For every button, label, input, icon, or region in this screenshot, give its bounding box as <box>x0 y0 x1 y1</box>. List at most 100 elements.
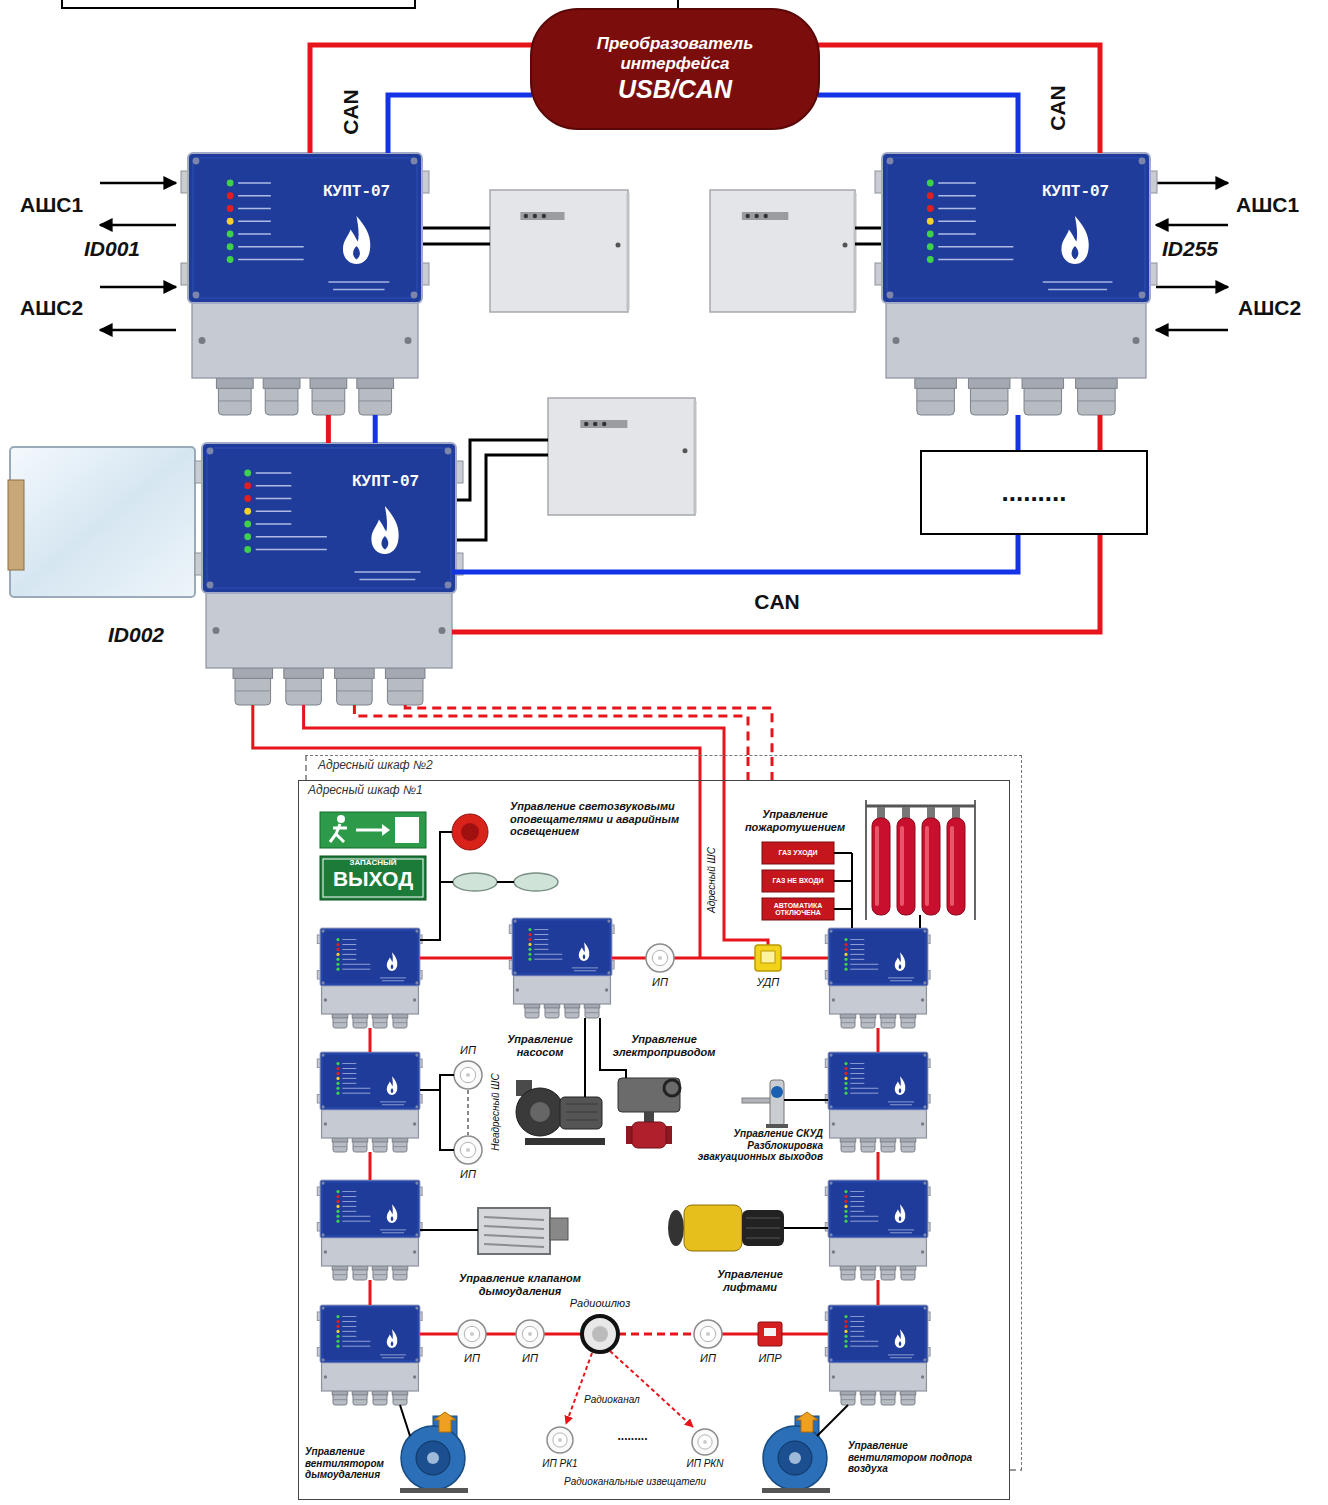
pump-motor <box>560 1097 602 1129</box>
housing-screw <box>516 988 519 991</box>
loop-arrow <box>1156 182 1228 185</box>
caption: Управление лифтами <box>700 1268 800 1293</box>
text-holder: КУПТ-07 <box>1042 183 1109 201</box>
status-led <box>844 1315 847 1318</box>
caption: Управление клапаном дымоудаления <box>445 1272 595 1297</box>
panel-screw <box>607 971 610 974</box>
power-led <box>533 214 537 218</box>
valve-head <box>902 807 910 819</box>
caption: Управление вентилятором подпора воздуха <box>848 1440 973 1475</box>
panel-bevel <box>207 448 451 588</box>
valve-head <box>952 807 960 819</box>
power-led <box>746 214 750 218</box>
cable-gland <box>841 1138 855 1152</box>
panel-screw <box>415 930 418 933</box>
gland-nut <box>968 378 1010 388</box>
device-text: КУПТ-07 <box>1042 183 1109 201</box>
status-led <box>336 1062 339 1065</box>
pump-volute <box>516 1088 564 1136</box>
status-led <box>844 948 847 951</box>
front-panel <box>202 443 456 593</box>
cable-gland <box>565 1004 579 1018</box>
label-holder: Радиоканал <box>584 1394 640 1406</box>
connector-line <box>818 45 1100 153</box>
status-led <box>844 1062 847 1065</box>
gland-band <box>218 400 251 401</box>
panel-bevel <box>830 1054 926 1108</box>
cylinder-highlight <box>900 826 904 906</box>
panel-screw <box>887 292 894 299</box>
panel-bevel <box>830 1307 926 1361</box>
cabinet-title: Адресный шкаф №2 <box>318 759 433 773</box>
led-caption-mark <box>534 929 548 930</box>
led-caption-mark <box>850 1088 878 1089</box>
text-holder: Адресный шкаф №2 <box>318 759 433 773</box>
turnstile-base <box>766 1124 788 1128</box>
gas-cylinder <box>897 818 915 915</box>
led-caption-mark <box>256 485 292 486</box>
status-led <box>336 1335 339 1338</box>
power-wire <box>855 243 882 246</box>
led-caption-mark <box>256 472 292 473</box>
loop-wire <box>877 1152 880 1180</box>
status-led <box>336 968 339 971</box>
cable-gland <box>333 1391 347 1405</box>
loop-wire <box>420 1333 458 1336</box>
cable-gland <box>333 1266 347 1280</box>
device-id: ID002 <box>108 623 164 647</box>
led-caption-mark <box>850 1326 864 1327</box>
cable-gland <box>353 1266 367 1280</box>
gland-band <box>312 400 345 401</box>
detector-ring <box>553 1433 567 1447</box>
led-caption-mark <box>342 1211 356 1212</box>
housing-screw <box>439 627 446 634</box>
motor-fin <box>566 1104 598 1105</box>
led-caption-mark <box>342 1093 370 1094</box>
led-caption-mark <box>850 954 864 955</box>
panel-screw <box>322 1054 325 1057</box>
turnstile-arm <box>742 1098 772 1103</box>
grey-housing <box>322 1108 419 1138</box>
panel-screw <box>207 582 214 589</box>
turnstile-post <box>770 1080 784 1126</box>
led-caption-mark <box>850 1206 864 1207</box>
loop-wire <box>877 1028 880 1052</box>
label-holder: АШС2 <box>20 296 83 320</box>
cable-gland <box>585 1004 599 1018</box>
housing-screw <box>893 337 900 344</box>
housing-screw <box>605 988 608 991</box>
label-holder: АШС2 <box>1238 296 1301 320</box>
continuation-box: ......... <box>920 450 1148 535</box>
detector-label: ИП <box>515 1352 545 1365</box>
gland-nut <box>385 668 425 678</box>
cable-gland <box>901 1138 915 1152</box>
gland-nut <box>1076 378 1118 388</box>
detector-label: ИП РК1 <box>535 1458 585 1470</box>
led-caption-mark <box>342 1331 356 1332</box>
gas-cylinder <box>947 818 965 915</box>
pump-foot <box>525 1138 605 1145</box>
led-caption-mark <box>850 1331 864 1332</box>
status-led <box>336 1330 339 1333</box>
led-caption-mark <box>342 1326 356 1327</box>
panel-screw <box>1139 158 1146 165</box>
gland-nut <box>357 378 394 388</box>
caption: Управление вентилятором дымоудаления <box>305 1446 397 1481</box>
flame-logo <box>895 1204 906 1223</box>
panel-caption-mark <box>888 977 914 978</box>
exit-sign <box>320 812 426 848</box>
panel-caption-mark <box>354 571 420 572</box>
turnstile-sign <box>771 1086 783 1098</box>
status-led <box>336 958 339 961</box>
detector-ring <box>698 1435 712 1449</box>
gland-band <box>373 1022 387 1023</box>
status-led <box>927 256 934 263</box>
led-caption-mark <box>342 1063 356 1064</box>
status-led <box>336 1190 339 1193</box>
housing-screw <box>324 1122 327 1125</box>
label-holder: Управление вентилятором дымоудаления <box>305 1446 397 1481</box>
power-supply <box>548 398 695 515</box>
cable-gland <box>353 1014 367 1028</box>
grey-housing <box>830 1236 927 1266</box>
front-panel <box>320 1052 420 1110</box>
